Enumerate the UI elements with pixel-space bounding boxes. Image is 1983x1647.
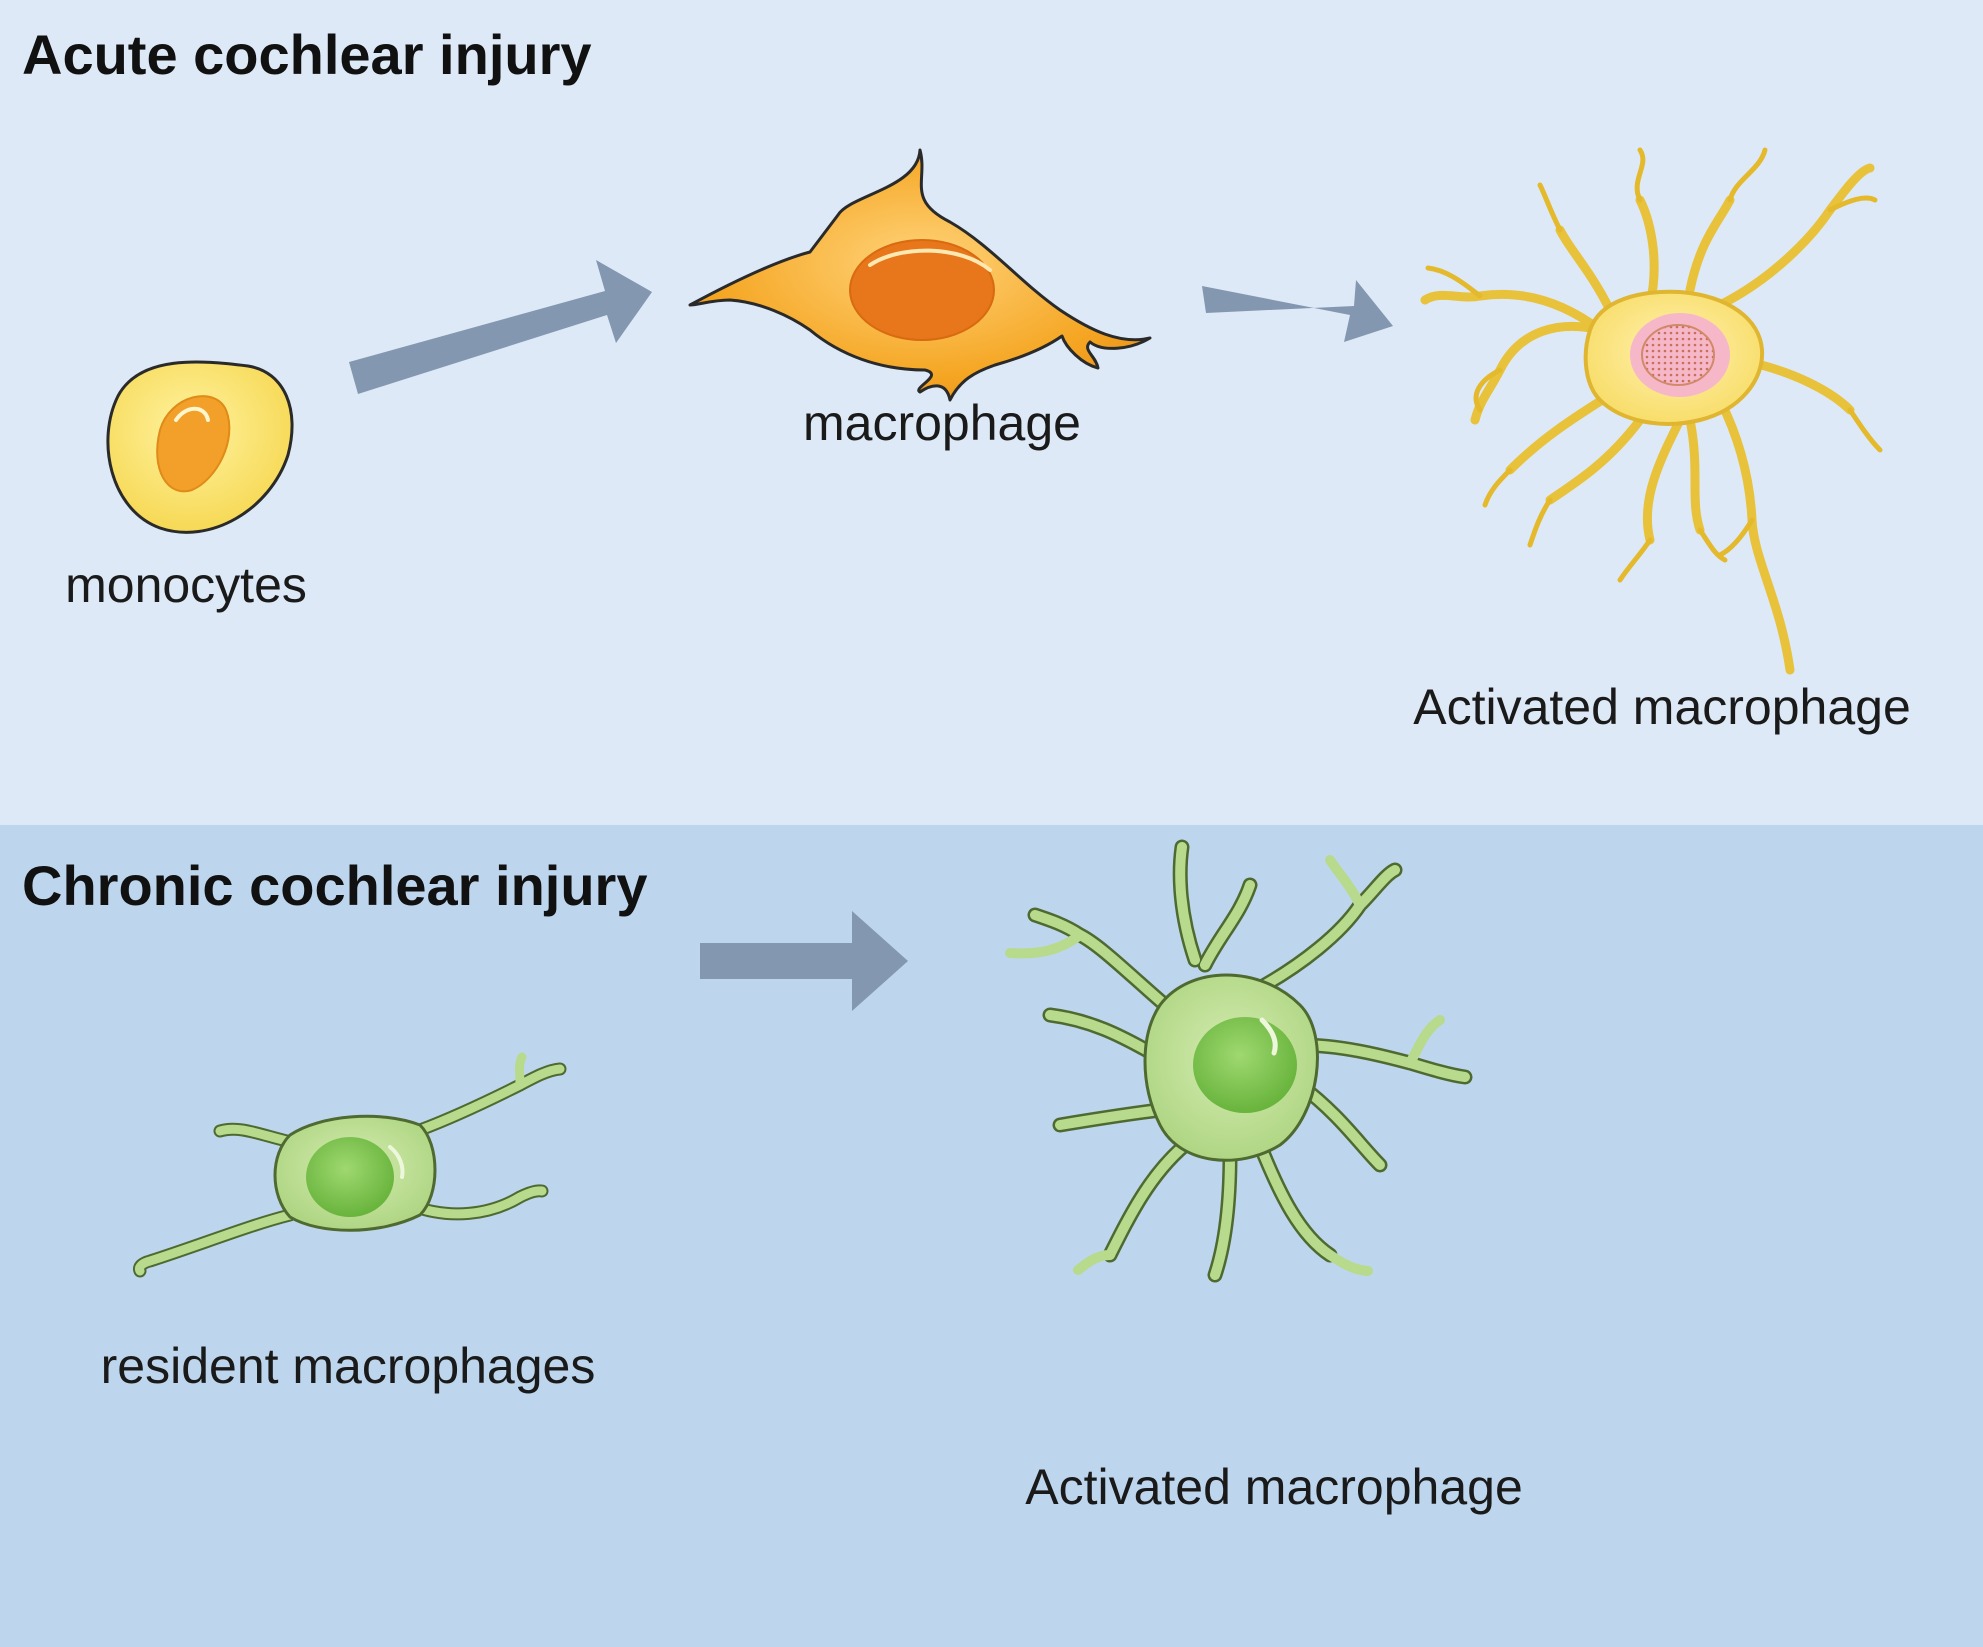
acute-injury-panel: Acute cochlear injury: [0, 0, 1983, 825]
activated-macrophage-yellow-icon: [1420, 147, 1883, 675]
activated-macrophage-chronic-label: Activated macrophage: [1025, 1459, 1523, 1515]
chronic-panel-title: Chronic cochlear injury: [22, 854, 648, 917]
macrophage-label: macrophage: [803, 395, 1081, 451]
activated-macrophage-green-icon: [1005, 839, 1473, 1283]
activated-macrophage-acute-label: Activated macrophage: [1413, 679, 1911, 735]
macrophage-cell-icon: [688, 148, 1152, 402]
acute-panel-title: Acute cochlear injury: [22, 23, 592, 86]
arrow-macrophage-to-activated: [1202, 280, 1393, 342]
resident-macrophage-green-icon: [133, 1052, 567, 1278]
resident-macrophages-label: resident macrophages: [100, 1338, 596, 1394]
monocytes-label: monocytes: [65, 557, 307, 613]
acute-diagram-art: [106, 147, 1883, 675]
arrow-resident-to-activated: [700, 911, 908, 1011]
arrow-monocyte-to-macrophage: [349, 260, 652, 394]
chronic-injury-panel: Chronic cochlear injury: [0, 825, 1983, 1647]
chronic-diagram-art: [133, 839, 1473, 1283]
monocyte-cell-icon: [106, 360, 294, 534]
